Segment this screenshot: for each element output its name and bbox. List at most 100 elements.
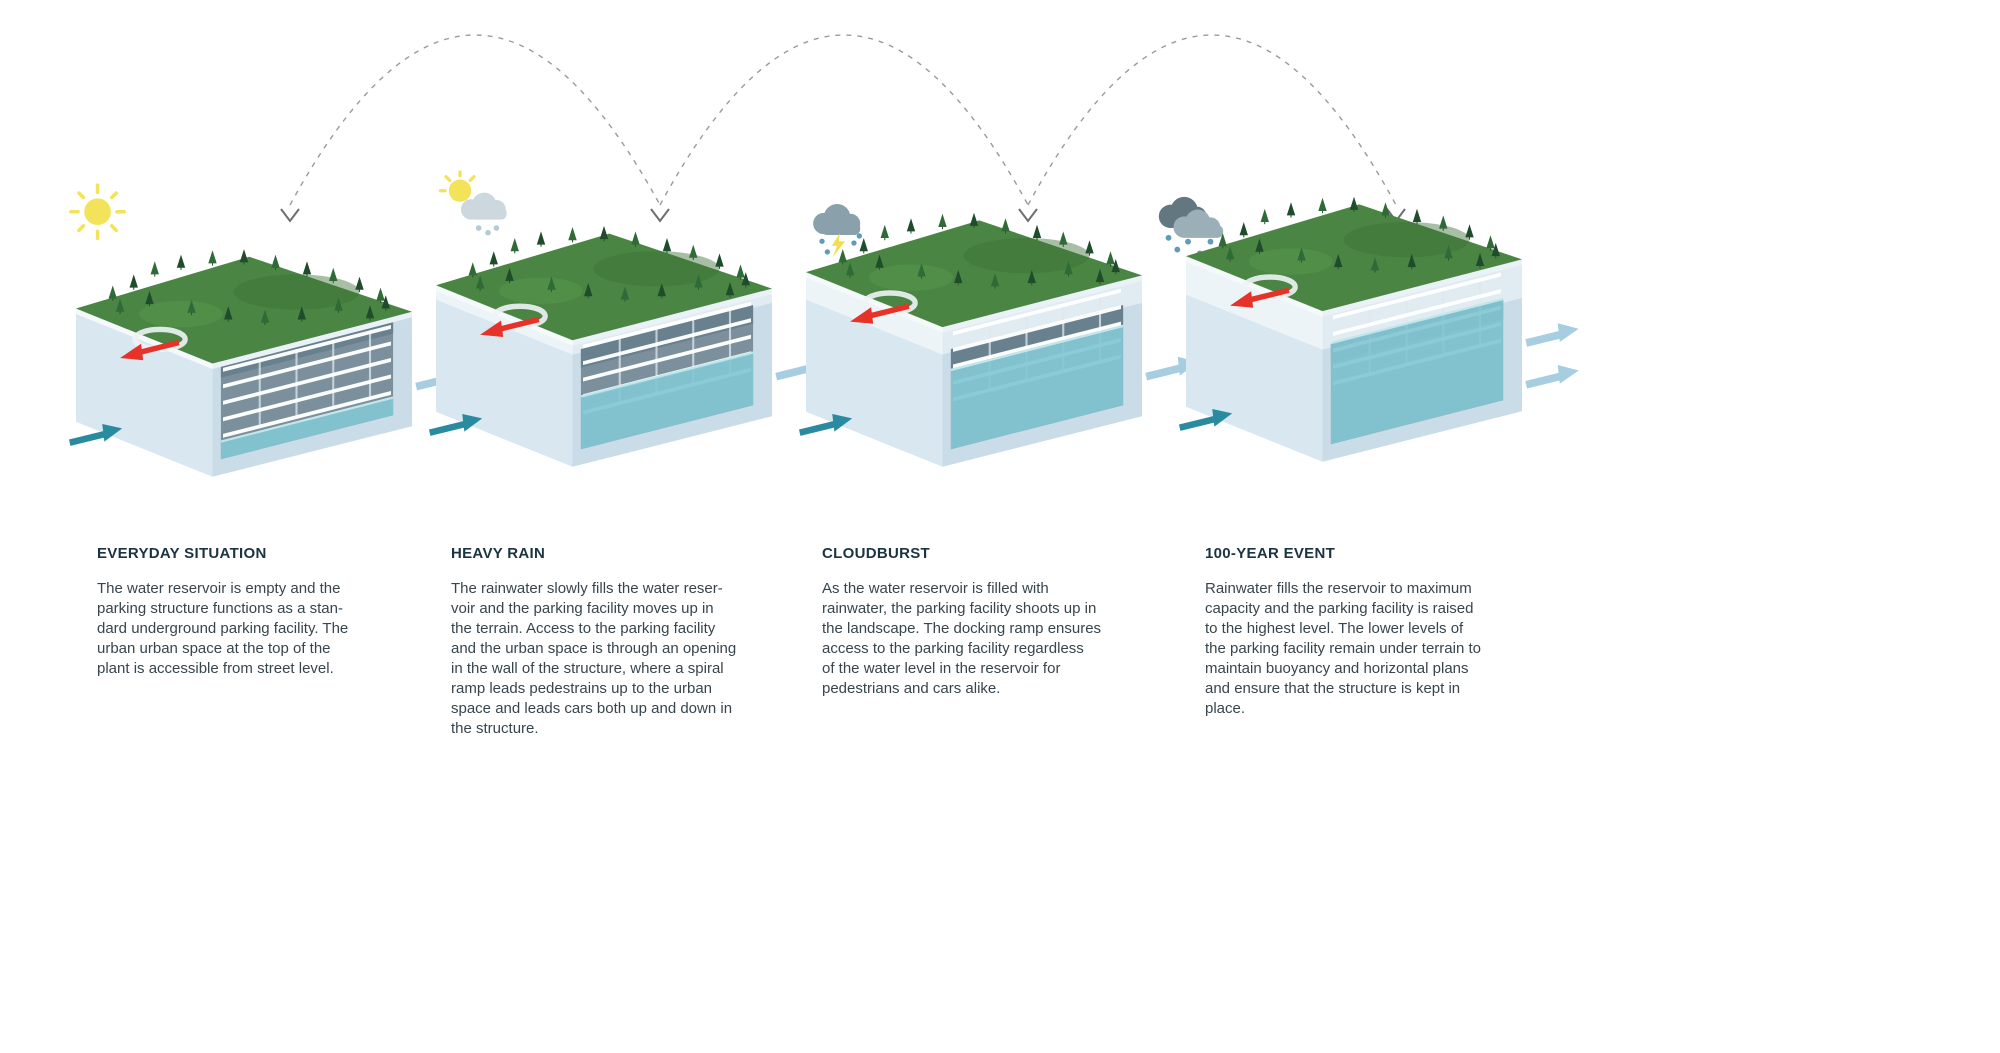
water-surface xyxy=(580,351,754,398)
roof-shade xyxy=(1343,222,1470,258)
tree xyxy=(329,267,338,281)
tree xyxy=(145,290,154,305)
weather-cloudburst xyxy=(798,196,878,272)
roof-rim xyxy=(436,285,573,346)
panel-cloudburst-text: CLOUDBURST As the water reservoir is fil… xyxy=(822,545,1182,699)
parking-deck xyxy=(583,334,751,382)
roof-rim xyxy=(76,308,213,369)
exit-arrow-head xyxy=(480,320,504,337)
parking-deck xyxy=(1333,272,1501,320)
tree xyxy=(1225,246,1235,260)
roof-rim xyxy=(1186,256,1323,317)
outflow-arrow xyxy=(1525,372,1563,389)
sun-rain-cloud-icon xyxy=(438,170,507,236)
tree xyxy=(875,254,884,268)
outflow-arrow-head xyxy=(1557,323,1579,342)
tree xyxy=(239,249,249,263)
panel-heavy-rain-text: HEAVY RAIN The rainwater slowly fills th… xyxy=(451,545,811,739)
parking-deck xyxy=(223,391,391,438)
tree xyxy=(334,297,343,311)
tree xyxy=(1491,242,1500,257)
tree xyxy=(859,238,868,252)
inflow-arrow xyxy=(68,430,107,446)
water-surface xyxy=(950,324,1124,372)
tree xyxy=(1465,224,1474,238)
tree xyxy=(468,262,477,276)
building-scene-heavy-rain xyxy=(428,225,829,467)
parking-deck xyxy=(223,374,391,422)
inflow-arrow-head xyxy=(1212,409,1233,427)
tree xyxy=(1239,222,1248,236)
roof-shade xyxy=(233,274,360,310)
tree xyxy=(489,251,498,265)
storm-cloud-lightning-icon xyxy=(813,203,862,258)
tree xyxy=(129,274,138,288)
exit-arrow-head xyxy=(120,343,144,361)
tree xyxy=(1218,233,1227,247)
tree xyxy=(736,264,745,278)
tree xyxy=(505,267,514,281)
water xyxy=(220,397,394,460)
exit-arrow xyxy=(498,316,540,332)
roof-rim xyxy=(1322,259,1522,317)
tree xyxy=(620,286,630,300)
tree xyxy=(1027,269,1036,284)
tree xyxy=(725,282,735,296)
green-roof xyxy=(1186,204,1522,312)
tree xyxy=(224,306,233,320)
water xyxy=(1330,299,1504,445)
tree xyxy=(1064,261,1073,275)
parking-deck xyxy=(223,325,391,372)
parking-deck xyxy=(1333,289,1501,336)
exit-arrow xyxy=(868,303,910,319)
arrow-down-icon xyxy=(650,208,670,223)
outflow-arrow xyxy=(775,364,813,381)
outflow-arrow xyxy=(1145,364,1183,381)
tree xyxy=(381,295,390,309)
tree xyxy=(302,261,312,275)
tree xyxy=(1334,253,1343,268)
tree xyxy=(1318,197,1327,211)
panel-description: Rainwater fills the reservoir to maximum… xyxy=(1205,580,1481,717)
building-scene-100-year xyxy=(1178,196,1579,462)
sun-icon xyxy=(69,183,126,241)
tree xyxy=(1297,247,1306,261)
tree xyxy=(694,274,703,288)
water xyxy=(950,326,1124,450)
tree xyxy=(1106,251,1115,265)
panel-title: HEAVY RAIN xyxy=(451,545,546,562)
water-surface xyxy=(220,396,394,443)
exit-arrow-head xyxy=(1230,291,1254,308)
heavy-rain-clouds-icon xyxy=(1158,196,1224,257)
building-scene-cloudburst xyxy=(798,212,1199,467)
tree xyxy=(1475,252,1485,266)
tree xyxy=(741,272,750,286)
tree xyxy=(599,225,609,240)
inflow-arrow xyxy=(798,420,837,436)
tree xyxy=(260,309,270,323)
panel-everyday-text: EVERYDAY SITUATION The water reservoir i… xyxy=(97,545,457,679)
tree xyxy=(838,249,847,263)
tree xyxy=(906,218,916,232)
lifted-wall-right xyxy=(942,275,1142,355)
lifted-wall-left xyxy=(1186,256,1323,350)
parking-deck xyxy=(953,305,1121,352)
panel-title: 100-YEAR EVENT xyxy=(1205,545,1336,562)
tree xyxy=(1059,231,1068,245)
tree xyxy=(954,269,963,284)
tree xyxy=(1381,202,1390,216)
water-surface xyxy=(1330,297,1504,345)
parking-deck xyxy=(223,341,391,389)
arrow-down-icon xyxy=(1018,208,1038,223)
tree xyxy=(536,231,546,245)
tree xyxy=(689,244,698,258)
parking-deck xyxy=(953,321,1121,369)
roof-shade xyxy=(593,251,720,287)
tree xyxy=(631,231,640,245)
tree xyxy=(1486,235,1495,249)
tree xyxy=(657,283,666,297)
roof-shade xyxy=(963,238,1090,274)
arrow-down-icon xyxy=(280,208,300,223)
roof-light xyxy=(869,264,953,291)
